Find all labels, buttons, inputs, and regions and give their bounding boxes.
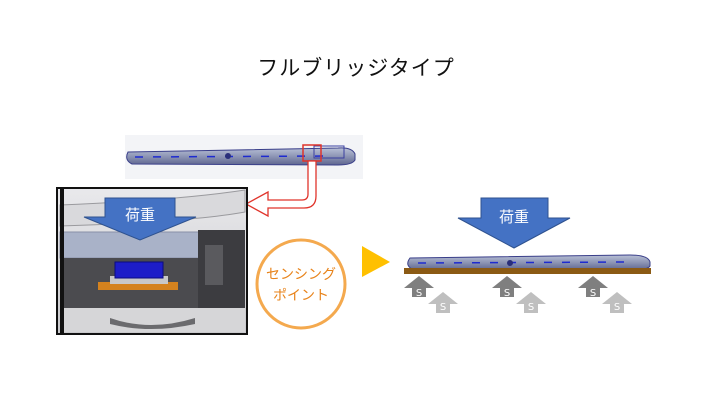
sensor-label: S <box>416 288 422 299</box>
sensing-point-line1: センシング <box>266 267 336 283</box>
play-triangle-icon <box>362 246 390 277</box>
sensor-label: S <box>504 288 510 299</box>
right-load-label: 荷重 <box>499 208 529 226</box>
sensor-label: S <box>614 302 620 313</box>
sensor-arrow-icon <box>428 292 458 313</box>
sensor-group-1: S S <box>404 276 458 313</box>
page-title: フルブリッジタイプ <box>257 56 455 80</box>
callout-arrow-icon <box>244 160 317 218</box>
detail-load-label: 荷重 <box>125 206 155 224</box>
detail-cross-section <box>56 187 248 335</box>
sensor-label: S <box>528 302 534 313</box>
sensor-arrow-icon <box>578 276 608 297</box>
sensor-label: S <box>440 302 446 313</box>
base-bar <box>404 268 651 274</box>
top-device-side-view <box>125 135 363 179</box>
sensor-group-2: S S <box>492 276 546 313</box>
load-arrow-icon <box>457 197 571 249</box>
sensor-arrow-icon <box>492 276 522 297</box>
sensing-point-line2: ポイント <box>273 288 329 304</box>
sensing-point-circle <box>255 238 347 330</box>
sensor-arrow-icon <box>602 292 632 313</box>
right-device-assembly <box>404 254 651 274</box>
sensor-arrow-icon <box>516 292 546 313</box>
sensor-arrow-icon <box>404 276 434 297</box>
load-arrow-icon <box>83 197 197 241</box>
sensor-group-3: S S <box>578 276 632 313</box>
sensor-label: S <box>590 288 596 299</box>
